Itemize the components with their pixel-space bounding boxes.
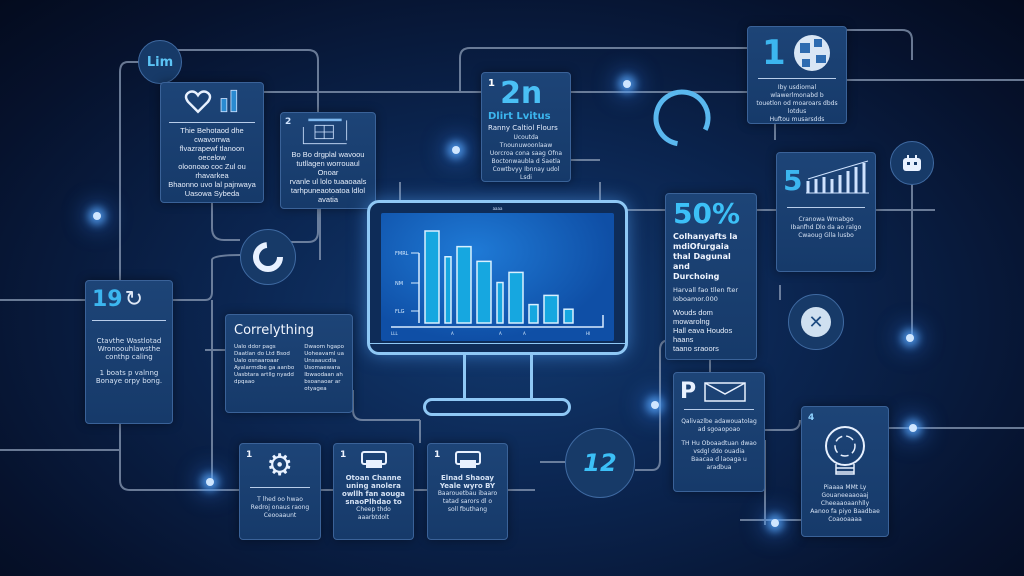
correlything-title: Correlything — [234, 323, 314, 338]
x-tick-label: LLL — [391, 331, 398, 336]
lightbulb-icon — [825, 426, 865, 475]
stat-title: Dlirt Lvitus — [488, 111, 551, 122]
panel-number: 2 — [285, 117, 292, 127]
close-circle-icon[interactable]: ✕ — [788, 294, 844, 350]
chart-bar — [476, 260, 492, 324]
glow-node — [206, 478, 214, 486]
glow-node — [623, 80, 631, 88]
badge-12: 12 — [565, 428, 635, 498]
refresh-icon: ↻ — [124, 287, 144, 312]
chart-bar — [508, 271, 524, 324]
x-tick-label: A — [523, 331, 526, 336]
badge-lim: Lim — [138, 40, 182, 84]
bot-icon — [890, 141, 934, 185]
glow-node — [771, 519, 779, 527]
chart-bar — [456, 245, 472, 324]
stat-subtitle: Ranny Caltiol Flours — [488, 124, 558, 132]
monitor-title: aaaa — [492, 206, 503, 211]
chart-bar — [543, 294, 559, 324]
monitor-stand — [423, 398, 571, 416]
printer-icon — [455, 451, 482, 468]
x-tick-label: A — [499, 331, 502, 336]
printer-icon — [361, 451, 388, 468]
badge-label: Lim — [146, 54, 174, 70]
stat-panel: 1 2n Dlirt Lvitus Ranny Caltiol Flours U… — [481, 72, 571, 182]
chart-bar — [424, 230, 440, 324]
x-tick-label: A — [451, 331, 454, 336]
glow-node — [651, 401, 659, 409]
glow-node — [93, 212, 101, 220]
y-tick-label: FLG — [395, 309, 405, 315]
donut-chart-icon — [240, 229, 296, 285]
window-grid-icon — [303, 118, 348, 145]
x-tick-label: Hl — [586, 331, 590, 336]
globe-icon — [793, 35, 830, 71]
glow-node — [909, 424, 917, 432]
glow-node — [906, 334, 914, 342]
gear-icon: ⚙ — [266, 448, 294, 483]
envelope-icon — [704, 381, 746, 402]
chart-bar — [563, 308, 574, 324]
y-tick-label: NM — [395, 281, 403, 287]
stat-value: 2n — [500, 76, 543, 111]
monitor-screen: FMRL NM FLG LLL A A A Hl — [381, 213, 614, 341]
glow-node — [452, 146, 460, 154]
trend-chart-icon — [806, 160, 869, 194]
chart-bar — [528, 303, 539, 324]
monitor-bar-chart: FMRL NM FLG LLL A A A Hl — [391, 230, 604, 336]
badge-label: 12 — [583, 449, 617, 477]
monitor-neck — [463, 355, 533, 399]
progress-ring-icon — [653, 89, 711, 147]
chart-bar — [496, 281, 504, 324]
y-tick-label: FMRL — [395, 251, 409, 257]
chart-bar — [444, 256, 452, 324]
monitor: aaaa FMRL NM FLG LLL A A A Hl — [367, 200, 628, 355]
percent-value: 50% — [673, 197, 741, 230]
heart-icon — [184, 89, 238, 114]
